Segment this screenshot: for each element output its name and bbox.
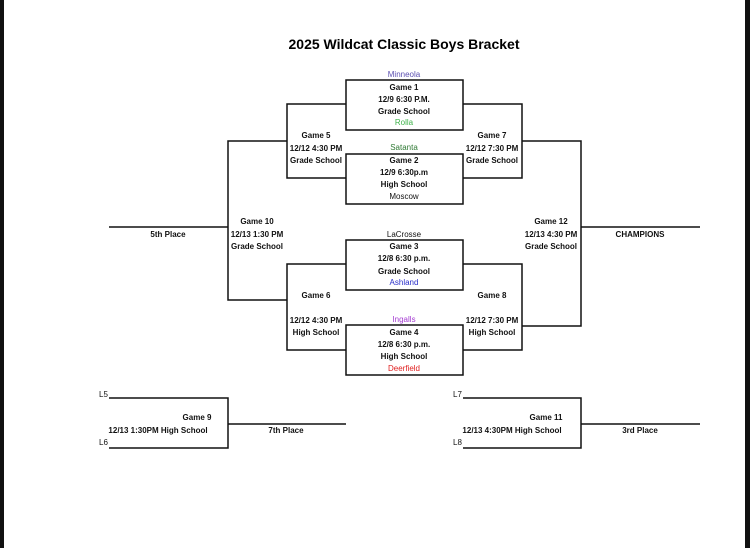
game-12-bracket <box>522 140 582 327</box>
game-12-site: Grade School <box>524 242 578 251</box>
game-11-name: Game 11 <box>529 413 563 422</box>
right-edge-shadow <box>745 0 750 548</box>
game-11-bracket <box>463 397 582 449</box>
seed-l6: L6 <box>99 438 108 447</box>
game-7-site: Grade School <box>465 156 519 165</box>
game-7-bracket <box>463 103 523 179</box>
game-4-time: 12/8 6:30 p.m. <box>377 340 431 349</box>
team-lacrosse: LaCrosse <box>386 230 422 239</box>
team-rolla: Rolla <box>394 118 414 127</box>
fifth-place-label: 5th Place <box>150 230 186 239</box>
game-5-time: 12/12 4:30 PM <box>289 144 343 153</box>
game-7-time: 12/12 7:30 PM <box>465 144 519 153</box>
game-10-bracket <box>227 140 287 301</box>
game-3-site: Grade School <box>377 267 431 276</box>
game-9-name: Game 9 <box>182 413 212 422</box>
left-edge-shadow <box>0 0 4 548</box>
game-2-site: High School <box>380 180 428 189</box>
team-moscow: Moscow <box>389 192 419 201</box>
game-4-site: High School <box>380 352 428 361</box>
game-11-info: 12/13 4:30PM High School <box>462 426 562 435</box>
game-6-time: 12/12 4:30 PM <box>289 316 343 325</box>
game-9-info: 12/13 1:30PM High School <box>108 426 208 435</box>
game-10-site: Grade School <box>230 242 284 251</box>
game-5-site: Grade School <box>289 156 343 165</box>
game-3-name: Game 3 <box>389 242 419 251</box>
game-9-bracket <box>109 397 229 449</box>
team-ingalls: Ingalls <box>392 315 416 324</box>
game-8-site: High School <box>468 328 516 337</box>
game-6-site: High School <box>292 328 340 337</box>
game-6-bracket <box>286 263 346 351</box>
game-7-name: Game 7 <box>477 131 507 140</box>
page-title: 2025 Wildcat Classic Boys Bracket <box>288 36 520 52</box>
game-2-name: Game 2 <box>389 156 419 165</box>
seventh-place-label: 7th Place <box>268 426 304 435</box>
team-ashland: Ashland <box>389 278 419 287</box>
seed-l7: L7 <box>453 390 462 399</box>
game-12-time: 12/13 4:30 PM <box>524 230 578 239</box>
game-1-box <box>345 79 464 131</box>
game-2-time: 12/9 6:30p.m <box>379 168 429 177</box>
seed-l8: L8 <box>453 438 462 447</box>
game-3-time: 12/8 6:30 p.m. <box>377 254 431 263</box>
third-place-label: 3rd Place <box>622 426 658 435</box>
game-6-name: Game 6 <box>301 291 331 300</box>
game-10-time: 12/13 1:30 PM <box>230 230 284 239</box>
game-2-box <box>345 153 464 205</box>
team-minneola: Minneola <box>387 70 421 79</box>
game-1-site: Grade School <box>377 107 431 116</box>
game-10-name: Game 10 <box>240 217 274 226</box>
game-5-bracket <box>286 103 346 179</box>
game-4-name: Game 4 <box>389 328 419 337</box>
game-1-name: Game 1 <box>389 83 419 92</box>
team-deerfield: Deerfield <box>387 364 421 373</box>
game-12-name: Game 12 <box>534 217 568 226</box>
team-satanta: Satanta <box>390 143 418 152</box>
game-1-time: 12/9 6:30 P.M. <box>378 95 430 104</box>
seed-l5: L5 <box>99 390 108 399</box>
game-8-name: Game 8 <box>477 291 507 300</box>
game-5-name: Game 5 <box>301 131 331 140</box>
game-8-time: 12/12 7:30 PM <box>465 316 519 325</box>
game-8-bracket <box>463 263 523 351</box>
game-3-box <box>345 239 464 291</box>
champions-label: CHAMPIONS <box>615 230 665 239</box>
